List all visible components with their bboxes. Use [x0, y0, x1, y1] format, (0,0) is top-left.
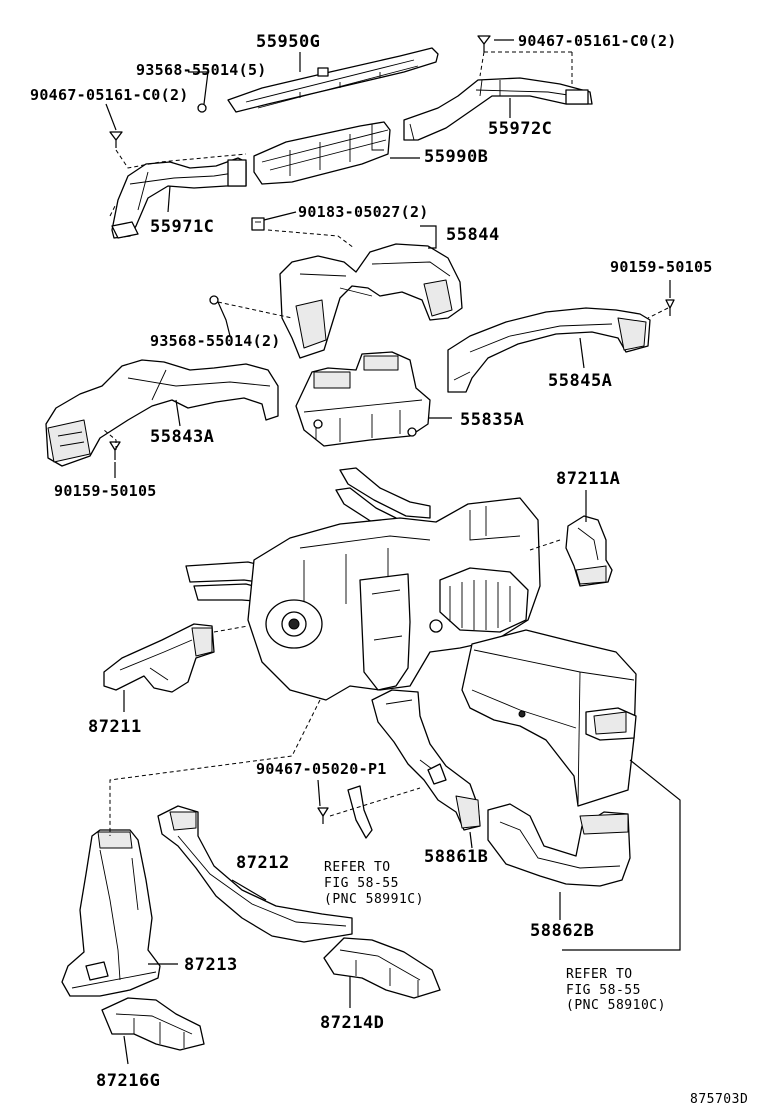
screw-icon: [197, 103, 207, 113]
reference-line-2: FIG 58-55: [324, 876, 399, 891]
label-87216G: 87216G: [96, 1071, 160, 1091]
assembly-lines: [103, 51, 669, 836]
label-90183: 90183-05027(2): [298, 203, 429, 221]
part-55950G: [227, 47, 439, 113]
screw-icon: [665, 299, 675, 316]
label-55950G: 55950G: [256, 32, 320, 52]
part-87213: [61, 829, 161, 997]
part-55844: [279, 243, 463, 359]
part-55972C: [403, 77, 593, 141]
part-55990B: [253, 121, 391, 185]
screw-icon: [477, 35, 491, 52]
label-90467-left: 90467-05161-C0(2): [30, 86, 189, 104]
label-90159-left: 90159-50105: [54, 482, 157, 500]
leader-lines: [105, 39, 681, 1065]
console-box: [461, 629, 637, 807]
screw-icon: [109, 441, 121, 460]
reference-line-2: FIG 58-55: [566, 983, 641, 998]
part-87216G: [101, 997, 205, 1051]
label-87214D: 87214D: [320, 1013, 384, 1033]
label-55835A: 55835A: [460, 410, 524, 430]
part-87212: [157, 805, 353, 943]
label-55845A: 55845A: [548, 371, 612, 391]
label-90467-right: 90467-05161-C0(2): [518, 32, 677, 50]
reference-line-1: REFER TO: [324, 860, 391, 875]
label-55972C: 55972C: [488, 119, 552, 139]
reference-line-3: (PNC 58991C): [324, 892, 424, 907]
label-58861B: 58861B: [424, 847, 488, 867]
screw-icon: [317, 807, 329, 824]
label-90467-05020: 90467-05020-P1: [256, 760, 387, 778]
part-55835A: [295, 351, 431, 447]
clip-icon: [251, 217, 265, 231]
label-58862B: 58862B: [530, 921, 594, 941]
reference-line-3: (PNC 58910C): [566, 998, 666, 1013]
heater-unit-assembly: [185, 467, 541, 701]
part-labels: 55950G 93568-55014(5) 90467-05161-C0(2) …: [30, 32, 748, 1107]
diagram-id: 875703D: [690, 1092, 748, 1107]
label-87213: 87213: [184, 955, 238, 975]
part-55843A: [45, 359, 279, 467]
part-55845A: [447, 307, 651, 393]
part-55971C: [111, 157, 247, 239]
label-55971C: 55971C: [150, 217, 214, 237]
reference-line-1: REFER TO: [566, 967, 633, 982]
label-93568-mid: 93568-55014(2): [150, 332, 281, 350]
bracket-icon: [347, 785, 373, 839]
label-55990B: 55990B: [424, 147, 488, 167]
part-87211: [103, 623, 215, 693]
label-87212: 87212: [236, 853, 290, 873]
part-87211A: [565, 515, 613, 587]
screw-icon: [109, 131, 123, 148]
screw-icon: [209, 295, 219, 305]
label-93568-top: 93568-55014(5): [136, 61, 267, 79]
label-55844: 55844: [446, 225, 500, 245]
part-58861B: [371, 689, 481, 831]
label-55843A: 55843A: [150, 427, 214, 447]
label-87211A: 87211A: [556, 469, 620, 489]
part-58862B: [487, 803, 631, 887]
label-90159-right: 90159-50105: [610, 258, 713, 276]
part-87214D: [323, 937, 441, 999]
label-87211: 87211: [88, 717, 142, 737]
